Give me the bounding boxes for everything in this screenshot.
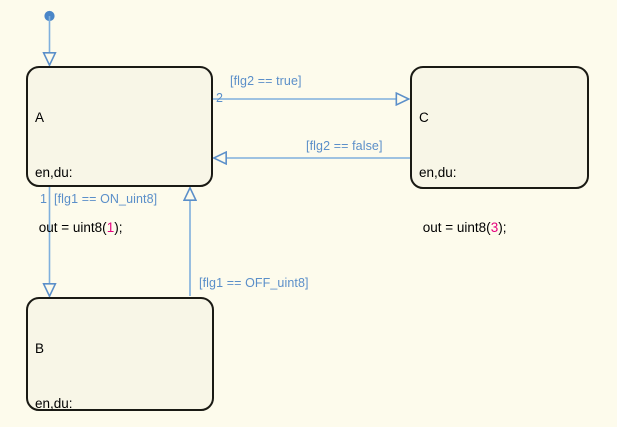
- state-c[interactable]: C en,du: out = uint8(3);: [410, 66, 589, 235]
- state-a-body-suffix: );: [114, 219, 123, 235]
- state-c-body: out = uint8(3);: [419, 219, 587, 237]
- default-transition-arrow[interactable]: [45, 10, 54, 65]
- state-c-actions-label: en,du:: [419, 165, 457, 181]
- transition-label-c-to-a[interactable]: [flg2 == false]: [306, 139, 383, 153]
- state-a-name: A: [35, 110, 45, 126]
- state-c-body-suffix: );: [498, 219, 507, 235]
- state-c-body-literal: 3: [490, 219, 499, 235]
- state-b-name: B: [35, 341, 45, 357]
- state-b-actions-label: en,du:: [35, 396, 73, 412]
- state-a[interactable]: A en,du: out = uint8(1);: [26, 66, 213, 235]
- transition-label-a-to-b[interactable]: [flg1 == ON_uint8]: [54, 192, 158, 206]
- transition-order-a-to-b[interactable]: 1: [40, 192, 47, 206]
- state-c-body-prefix: out = uint8(: [419, 219, 491, 235]
- transition-order-a-to-c[interactable]: 2: [216, 91, 223, 105]
- transition-label-a-to-c[interactable]: [flg2 == true]: [230, 74, 302, 88]
- transition-label-b-to-a[interactable]: [flg1 == OFF_uint8]: [199, 276, 309, 290]
- state-a-actions-label: en,du:: [35, 165, 73, 181]
- state-a-body-literal: 1: [106, 219, 115, 235]
- state-a-body-prefix: out = uint8(: [35, 219, 107, 235]
- state-b[interactable]: B en,du: out = uint8(2);: [26, 297, 214, 411]
- state-c-name: C: [419, 110, 429, 126]
- state-a-body: out = uint8(1);: [35, 219, 211, 237]
